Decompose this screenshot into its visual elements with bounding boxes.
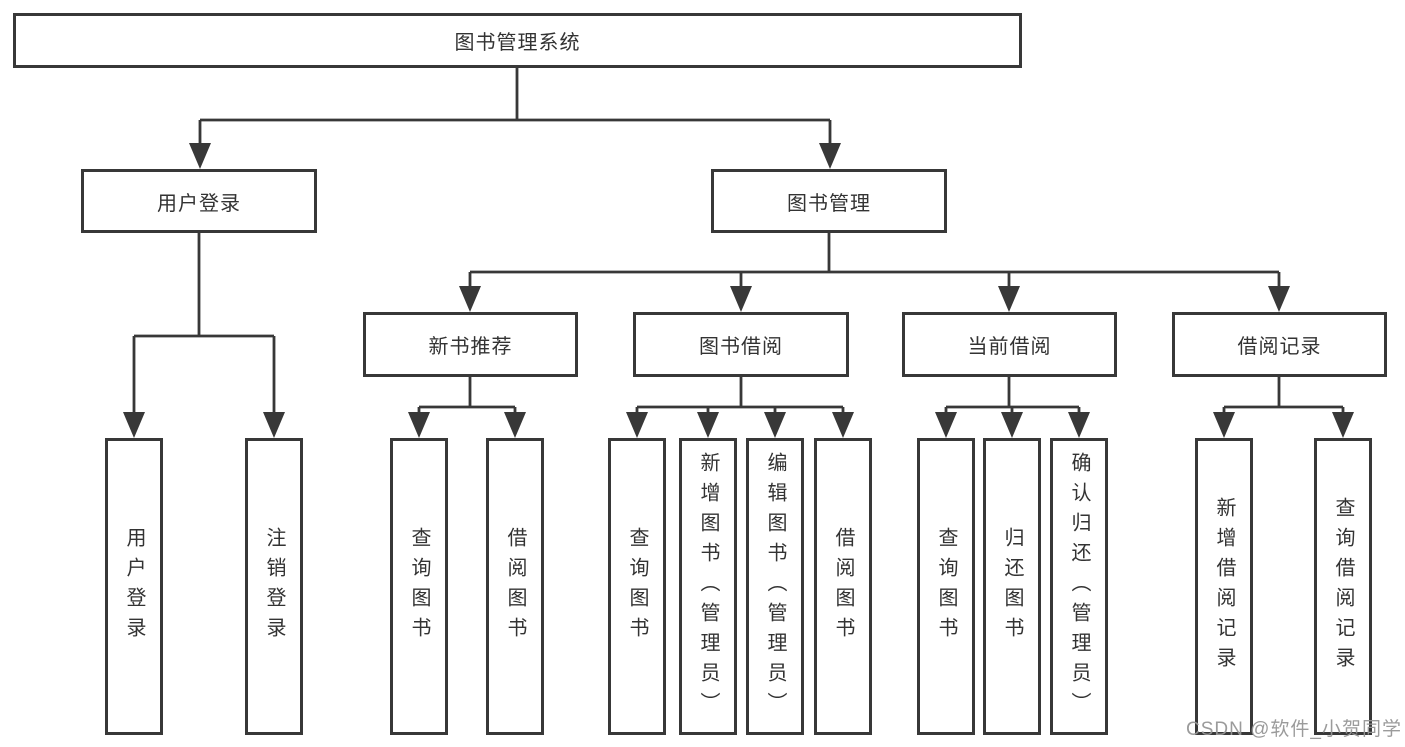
- node-book-management-label: 图书管理: [787, 192, 871, 215]
- node-query-books-borrow: 查询图书: [608, 438, 666, 735]
- node-user-login-leaf: 用户登录: [105, 438, 163, 735]
- node-borrow-books-recommend: 借阅图书: [486, 438, 544, 735]
- node-return-books-label: 归还图书: [1001, 526, 1023, 647]
- node-add-books-admin-label: 新增图书（管理员）: [697, 451, 719, 722]
- node-library-system-label: 图书管理系统: [454, 32, 581, 54]
- node-current-borrowing-label: 当前借阅: [967, 336, 1052, 358]
- node-borrow-books-borrow-label: 借阅图书: [832, 526, 854, 647]
- node-user-login: 用户登录: [81, 169, 317, 233]
- node-query-books-recommend-label: 查询图书: [408, 526, 430, 647]
- node-query-books-recommend: 查询图书: [390, 438, 448, 735]
- watermark: CSDN @软件_小贺同学: [1186, 719, 1402, 740]
- node-new-book-recommendation-label: 新书推荐: [428, 336, 513, 358]
- node-user-login-label: 用户登录: [157, 192, 241, 215]
- node-add-borrow-record-label: 新增借阅记录: [1213, 496, 1235, 677]
- node-logout: 注销登录: [245, 438, 303, 735]
- node-query-books-borrow-label: 查询图书: [626, 526, 648, 647]
- node-query-books-current-label: 查询图书: [935, 526, 957, 647]
- node-book-borrowing: 图书借阅: [633, 312, 849, 377]
- node-borrowing-records-label: 借阅记录: [1237, 336, 1322, 358]
- node-edit-books-admin: 编辑图书（管理员）: [746, 438, 804, 735]
- node-query-books-current: 查询图书: [917, 438, 975, 735]
- node-return-books: 归还图书: [983, 438, 1041, 735]
- node-book-management: 图书管理: [711, 169, 947, 233]
- node-user-login-leaf-label: 用户登录: [123, 526, 145, 647]
- node-borrow-books-recommend-label: 借阅图书: [504, 526, 526, 647]
- node-logout-label: 注销登录: [263, 526, 285, 647]
- node-new-book-recommendation: 新书推荐: [363, 312, 578, 377]
- node-add-books-admin: 新增图书（管理员）: [679, 438, 737, 735]
- node-borrow-books-borrow: 借阅图书: [814, 438, 872, 735]
- node-add-borrow-record: 新增借阅记录: [1195, 438, 1253, 735]
- node-edit-books-admin-label: 编辑图书（管理员）: [764, 451, 786, 722]
- node-borrowing-records: 借阅记录: [1172, 312, 1387, 377]
- node-confirm-return-admin: 确认归还（管理员）: [1050, 438, 1108, 735]
- node-query-borrow-record: 查询借阅记录: [1314, 438, 1372, 735]
- node-confirm-return-admin-label: 确认归还（管理员）: [1068, 451, 1090, 722]
- node-library-system: 图书管理系统: [13, 13, 1022, 68]
- node-query-borrow-record-label: 查询借阅记录: [1332, 496, 1354, 677]
- node-book-borrowing-label: 图书借阅: [699, 336, 783, 358]
- node-current-borrowing: 当前借阅: [902, 312, 1117, 377]
